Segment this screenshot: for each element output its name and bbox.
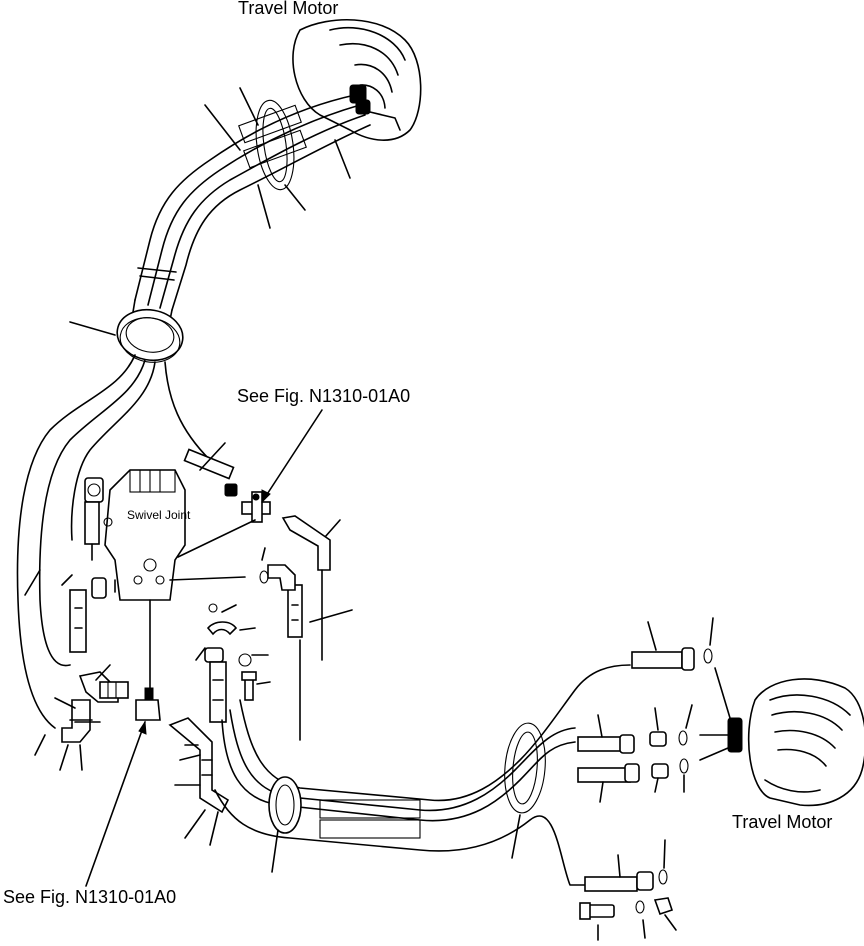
fittings-right — [577, 617, 714, 941]
grommet-ring-bottom — [268, 776, 302, 873]
small-parts-middle — [195, 603, 271, 723]
hose-center-right — [169, 515, 353, 741]
fittings-left — [69, 477, 116, 653]
travel-motor-right — [699, 667, 864, 807]
hose-upper-right — [183, 442, 341, 538]
travel-motor-top-label: Travel Motor — [238, 0, 339, 18]
clamp-bottom — [504, 722, 546, 859]
travel-motor-right-label: Travel Motor — [732, 812, 833, 832]
elbow-assembly-left — [34, 664, 161, 771]
hoses-bottom — [214, 664, 631, 886]
see-fig-upper-label: See Fig. N1310-01A0 — [237, 386, 411, 406]
tee-fitting-center — [177, 491, 271, 558]
grommet-ring — [69, 308, 184, 363]
swivel-joint-label: Swivel Joint — [127, 508, 191, 522]
see-fig-leaders — [85, 409, 323, 887]
elbow-assembly-center — [168, 717, 230, 846]
hoses-top — [129, 94, 371, 331]
see-fig-lower-label: See Fig. N1310-01A0 — [3, 887, 177, 907]
swivel-joint — [104, 469, 186, 696]
leader-lines-top — [204, 87, 351, 229]
